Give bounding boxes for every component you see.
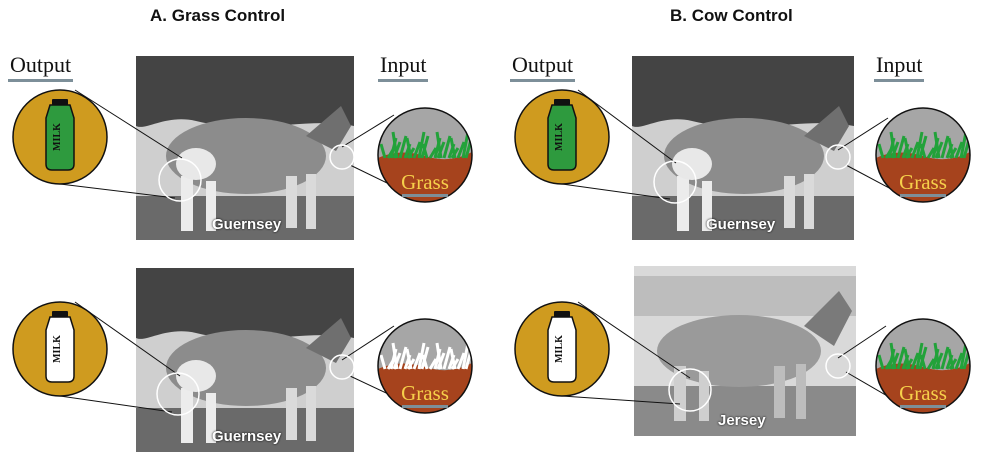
grass-blade <box>391 342 408 370</box>
cow-name-a2: Guernsey <box>212 428 282 445</box>
grass-blade <box>391 131 408 159</box>
panel-a-output-label: Output <box>7 52 74 82</box>
cow-photo-b1 <box>632 56 854 240</box>
grass-blade <box>933 342 950 370</box>
panel-b-input-label: Input <box>873 52 925 82</box>
output-connectors <box>59 89 691 413</box>
grass-blade <box>449 348 466 370</box>
milk-bottle-icon: MILK <box>547 311 577 383</box>
milk-bottle-icon: MILK <box>547 99 577 171</box>
grass-underline <box>402 405 448 408</box>
output-milk-b1: MILK <box>514 89 610 185</box>
cow-photo-a2 <box>136 268 354 452</box>
grass-blade <box>947 348 964 370</box>
input-grass-b2: Grass <box>875 318 971 414</box>
output-milk-a2: MILK <box>12 301 108 397</box>
milk-label-a2: MILK <box>52 335 63 363</box>
grass-blade <box>889 342 906 370</box>
grass-blade <box>947 137 964 159</box>
milk-label-b2: MILK <box>554 335 565 363</box>
cow-name-b2: Jersey <box>718 412 766 429</box>
grass-blade <box>919 354 936 370</box>
cow-name-b1: Guernsey <box>706 216 776 233</box>
milk-label-b1: MILK <box>554 123 565 151</box>
milk-label-a1: MILK <box>52 123 63 151</box>
grass-blade <box>435 342 452 370</box>
milk-bottle-icon: MILK <box>45 99 75 171</box>
grass-blade <box>903 137 920 159</box>
grass-underline <box>900 194 946 197</box>
grass-blade <box>405 137 422 159</box>
grass-blade <box>903 348 920 370</box>
panel-b-title: B. Cow Control <box>670 6 793 25</box>
grass-blade <box>405 348 422 370</box>
cow-photo-b2 <box>634 266 856 436</box>
grass-blade <box>435 131 452 159</box>
input-grass-b1: Grass <box>875 107 971 203</box>
grass-blade <box>421 354 438 370</box>
output-milk-b2: MILK <box>514 301 610 397</box>
grass-blades <box>379 131 472 159</box>
milk-bottle-icon: MILK <box>45 311 75 383</box>
cow-name-a1: Guernsey <box>212 216 282 233</box>
grass-underline <box>402 194 448 197</box>
grass-label-a2: Grass <box>401 381 449 405</box>
grass-label-a1: Grass <box>401 170 449 194</box>
input-grass-a2: Grass <box>377 318 473 414</box>
grass-blades <box>877 342 970 370</box>
input-grass-a1: Grass <box>377 107 473 203</box>
panel-b-output-label: Output <box>509 52 576 82</box>
magnifier-circles <box>156 144 851 416</box>
grass-blades <box>379 342 472 370</box>
grass-blade <box>933 131 950 159</box>
output-milk-a1: MILK <box>12 89 108 185</box>
grass-label-b2: Grass <box>899 381 947 405</box>
grass-underline <box>900 405 946 408</box>
grass-blade <box>919 143 936 159</box>
grass-blade <box>889 131 906 159</box>
grass-blade <box>421 143 438 159</box>
panel-a-input-label: Input <box>377 52 429 82</box>
panel-a-title: A. Grass Control <box>150 6 286 25</box>
cow-photo-a1 <box>136 56 354 240</box>
grass-label-b1: Grass <box>899 170 947 194</box>
grass-blade <box>449 137 466 159</box>
